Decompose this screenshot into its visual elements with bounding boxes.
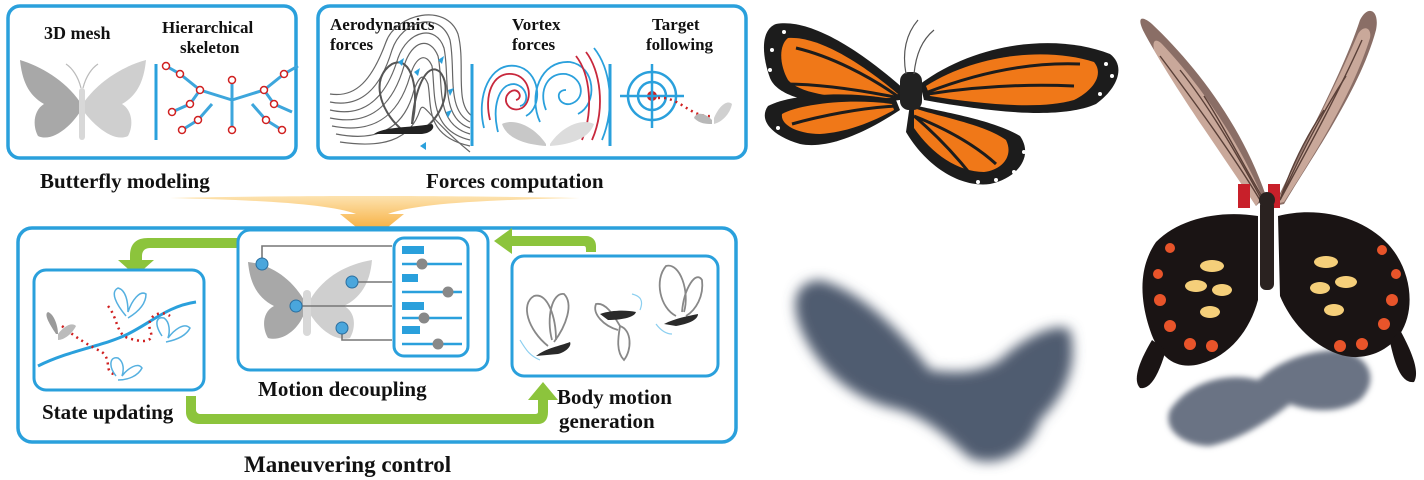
butterfly-modeling-caption: Butterfly modeling (40, 169, 210, 193)
state-updating-subpanel (32, 268, 206, 392)
vortex-butterfly-icon (502, 122, 594, 146)
forces-computation-panel: Aerodynamics forces Vortex forces Target… (316, 4, 748, 160)
state-butterflies-icon (110, 287, 191, 381)
body-motion-bodies-icon (536, 310, 698, 356)
feedback-loop-arrows-icon (118, 228, 596, 424)
mesh-butterfly-icon (20, 60, 146, 140)
state-gray-butterfly-icon (46, 312, 76, 340)
mesh-label: 3D mesh (44, 23, 111, 43)
butterfly-modeling-panel: 3D mesh Hierarchical skeleton (6, 4, 299, 160)
maneuvering-control-caption: Maneuvering control (244, 452, 451, 477)
aero-label-line1: Aerodynamics (330, 15, 435, 34)
merge-arrow-icon (170, 196, 580, 240)
body-motion-caption-line1: Body motion (557, 385, 672, 409)
butterfly-shadow-render (795, 280, 1073, 462)
body-motion-caption-line2: generation (559, 409, 655, 433)
body-motion-wind-icon (519, 293, 673, 361)
target-icon (620, 64, 684, 128)
aerodynamics-butterfly-icon (378, 61, 447, 131)
swallowtail-butterfly-render (1136, 10, 1417, 446)
vortex-label-line1: Vortex (512, 15, 561, 34)
aerodynamics-force-arrows-icon (398, 56, 454, 150)
parameter-sliders-icon (402, 246, 462, 350)
state-trajectory-icon (37, 300, 197, 376)
decoupling-joints-icon (255, 257, 359, 335)
vortex-label-line2: forces (512, 35, 555, 54)
vortex-icon (480, 47, 611, 141)
aero-butterfly-body-icon (374, 124, 434, 134)
skeleton-icon (161, 61, 299, 135)
aero-label-line2: forces (330, 35, 373, 54)
target-butterfly-icon (694, 102, 732, 124)
maneuvering-control-panel (16, 226, 738, 444)
monarch-butterfly-render (763, 19, 1119, 185)
state-updating-caption: State updating (42, 400, 174, 424)
target-label-line2: following (646, 35, 714, 54)
parameter-sliders-panel (392, 236, 470, 358)
target-label-line1: Target (652, 15, 700, 34)
skeleton-label-line2: skeleton (180, 38, 240, 57)
motion-decoupling-caption: Motion decoupling (258, 377, 427, 401)
forces-computation-caption: Forces computation (426, 169, 604, 193)
skeleton-label-line1: Hierarchical (162, 18, 254, 37)
